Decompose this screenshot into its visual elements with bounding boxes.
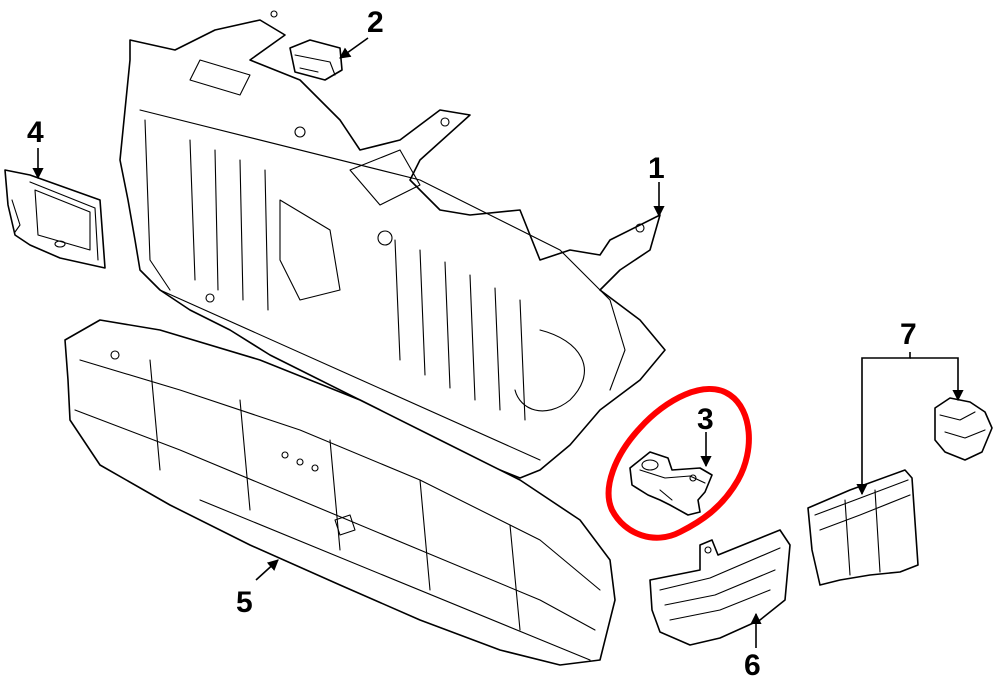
leader-7-duct — [856, 352, 911, 496]
radiator-support-part — [119, 10, 666, 479]
highlight-circle — [605, 386, 752, 541]
callout-3: 3 — [697, 403, 714, 436]
duct-part-4 — [4, 169, 106, 269]
callout-6: 6 — [744, 649, 761, 682]
bracket-part-3 — [629, 451, 713, 516]
leader-5 — [255, 559, 279, 581]
leader-7-clip — [910, 357, 964, 402]
leader-2 — [339, 37, 369, 59]
clip-part-7 — [934, 397, 993, 461]
duct-part-7 — [807, 469, 919, 586]
clip-part-2 — [289, 39, 343, 81]
callout-4: 4 — [27, 116, 44, 149]
callout-5: 5 — [236, 586, 253, 619]
callout-1: 1 — [648, 152, 665, 185]
callout-7: 7 — [900, 318, 917, 351]
absorber-part-5 — [64, 319, 616, 666]
callout-2: 2 — [367, 6, 384, 39]
duct-part-6 — [649, 529, 791, 646]
